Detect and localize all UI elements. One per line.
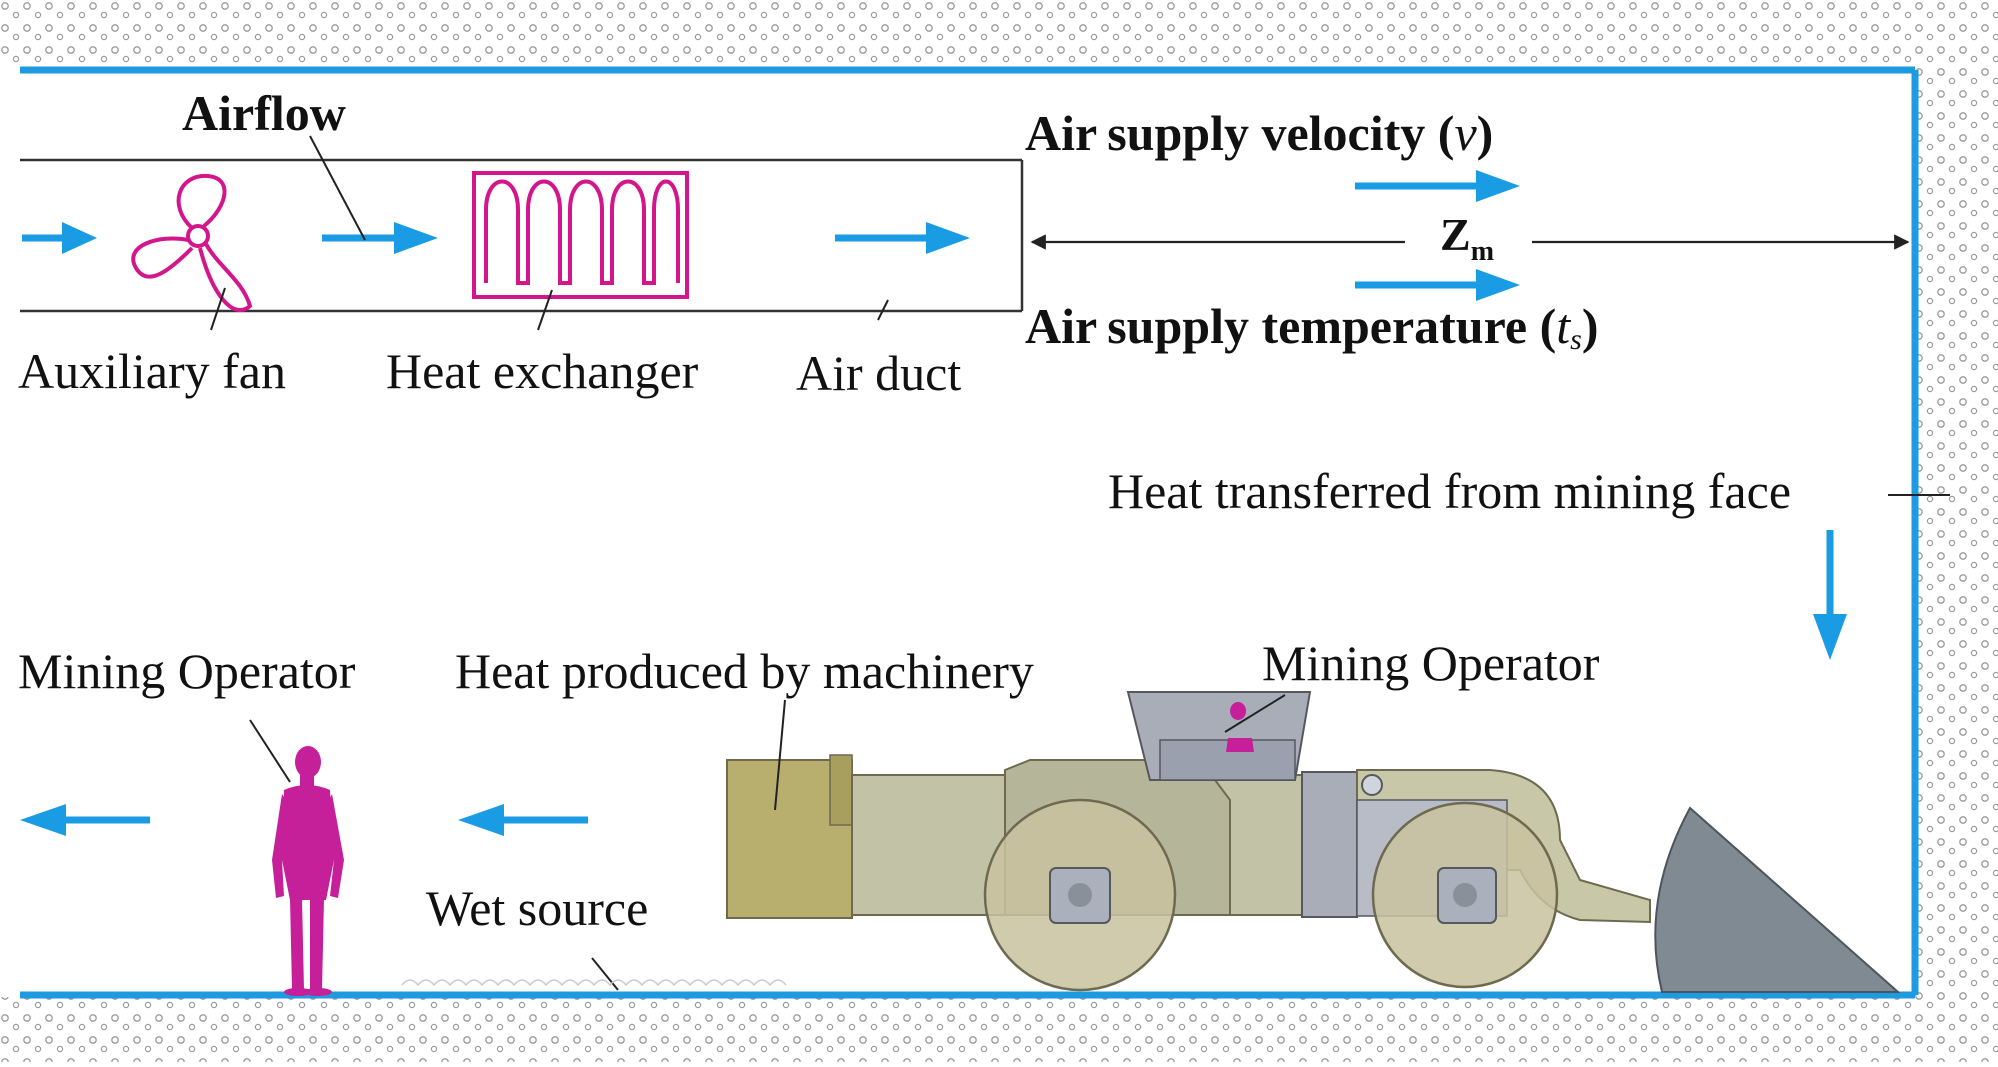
fan-leader xyxy=(210,287,226,331)
wet-source-leader xyxy=(591,957,619,991)
cab-operator-leader xyxy=(1224,694,1286,733)
fan-icon xyxy=(131,173,253,313)
outflow-arrow-2 xyxy=(458,804,588,836)
rock-right xyxy=(1915,68,1998,997)
loader-bucket xyxy=(1654,806,1901,993)
wet-source-texture xyxy=(401,979,787,987)
rock-bottom xyxy=(0,997,1998,1062)
heat-machinery-label: Heat produced by machinery xyxy=(455,643,1034,699)
duct-leader xyxy=(877,299,889,321)
machinery-leader xyxy=(774,699,786,811)
airflow-arrow-1 xyxy=(22,222,97,254)
mining-loader-vehicle xyxy=(726,691,1901,993)
air-duct xyxy=(20,158,1024,313)
airflow-arrow-2 xyxy=(322,222,438,254)
wet-source-label: Wet source xyxy=(426,880,648,936)
zm-label: Zm xyxy=(1440,209,1494,267)
auxiliary-fan-label: Auxiliary fan xyxy=(18,343,286,399)
mining-operator-cab-label: Mining Operator xyxy=(1262,635,1600,691)
outflow-arrow-1 xyxy=(20,804,150,836)
heat-exchanger-icon xyxy=(472,171,689,299)
airflow-arrow-3 xyxy=(835,222,970,254)
front-wheel xyxy=(1371,801,1559,989)
heat-exchanger-label: Heat exchanger xyxy=(386,343,699,399)
human-figure-icon xyxy=(272,746,344,996)
rock-top xyxy=(0,0,1998,68)
air-duct-label: Air duct xyxy=(796,345,961,401)
velocity-arrow xyxy=(1355,170,1520,202)
rear-wheel xyxy=(983,798,1177,992)
heat-exchanger-leader xyxy=(537,289,553,331)
outflow-arrows xyxy=(20,804,588,836)
machine-tank xyxy=(726,759,853,919)
leader-lines xyxy=(210,135,889,331)
temperature-arrow xyxy=(1355,269,1520,301)
airflow-label: Airflow xyxy=(182,85,346,141)
mining-face-heat-arrow xyxy=(1813,530,1847,660)
airflow-leader xyxy=(309,135,366,241)
heat-mining-face-label: Heat transferred from mining face xyxy=(1108,463,1791,519)
operator-left-leader xyxy=(249,719,291,783)
mining-operator-left-label: Mining Operator xyxy=(18,643,356,699)
duct-airflow-arrows xyxy=(22,222,970,254)
cab-operator-icon xyxy=(1226,702,1254,752)
